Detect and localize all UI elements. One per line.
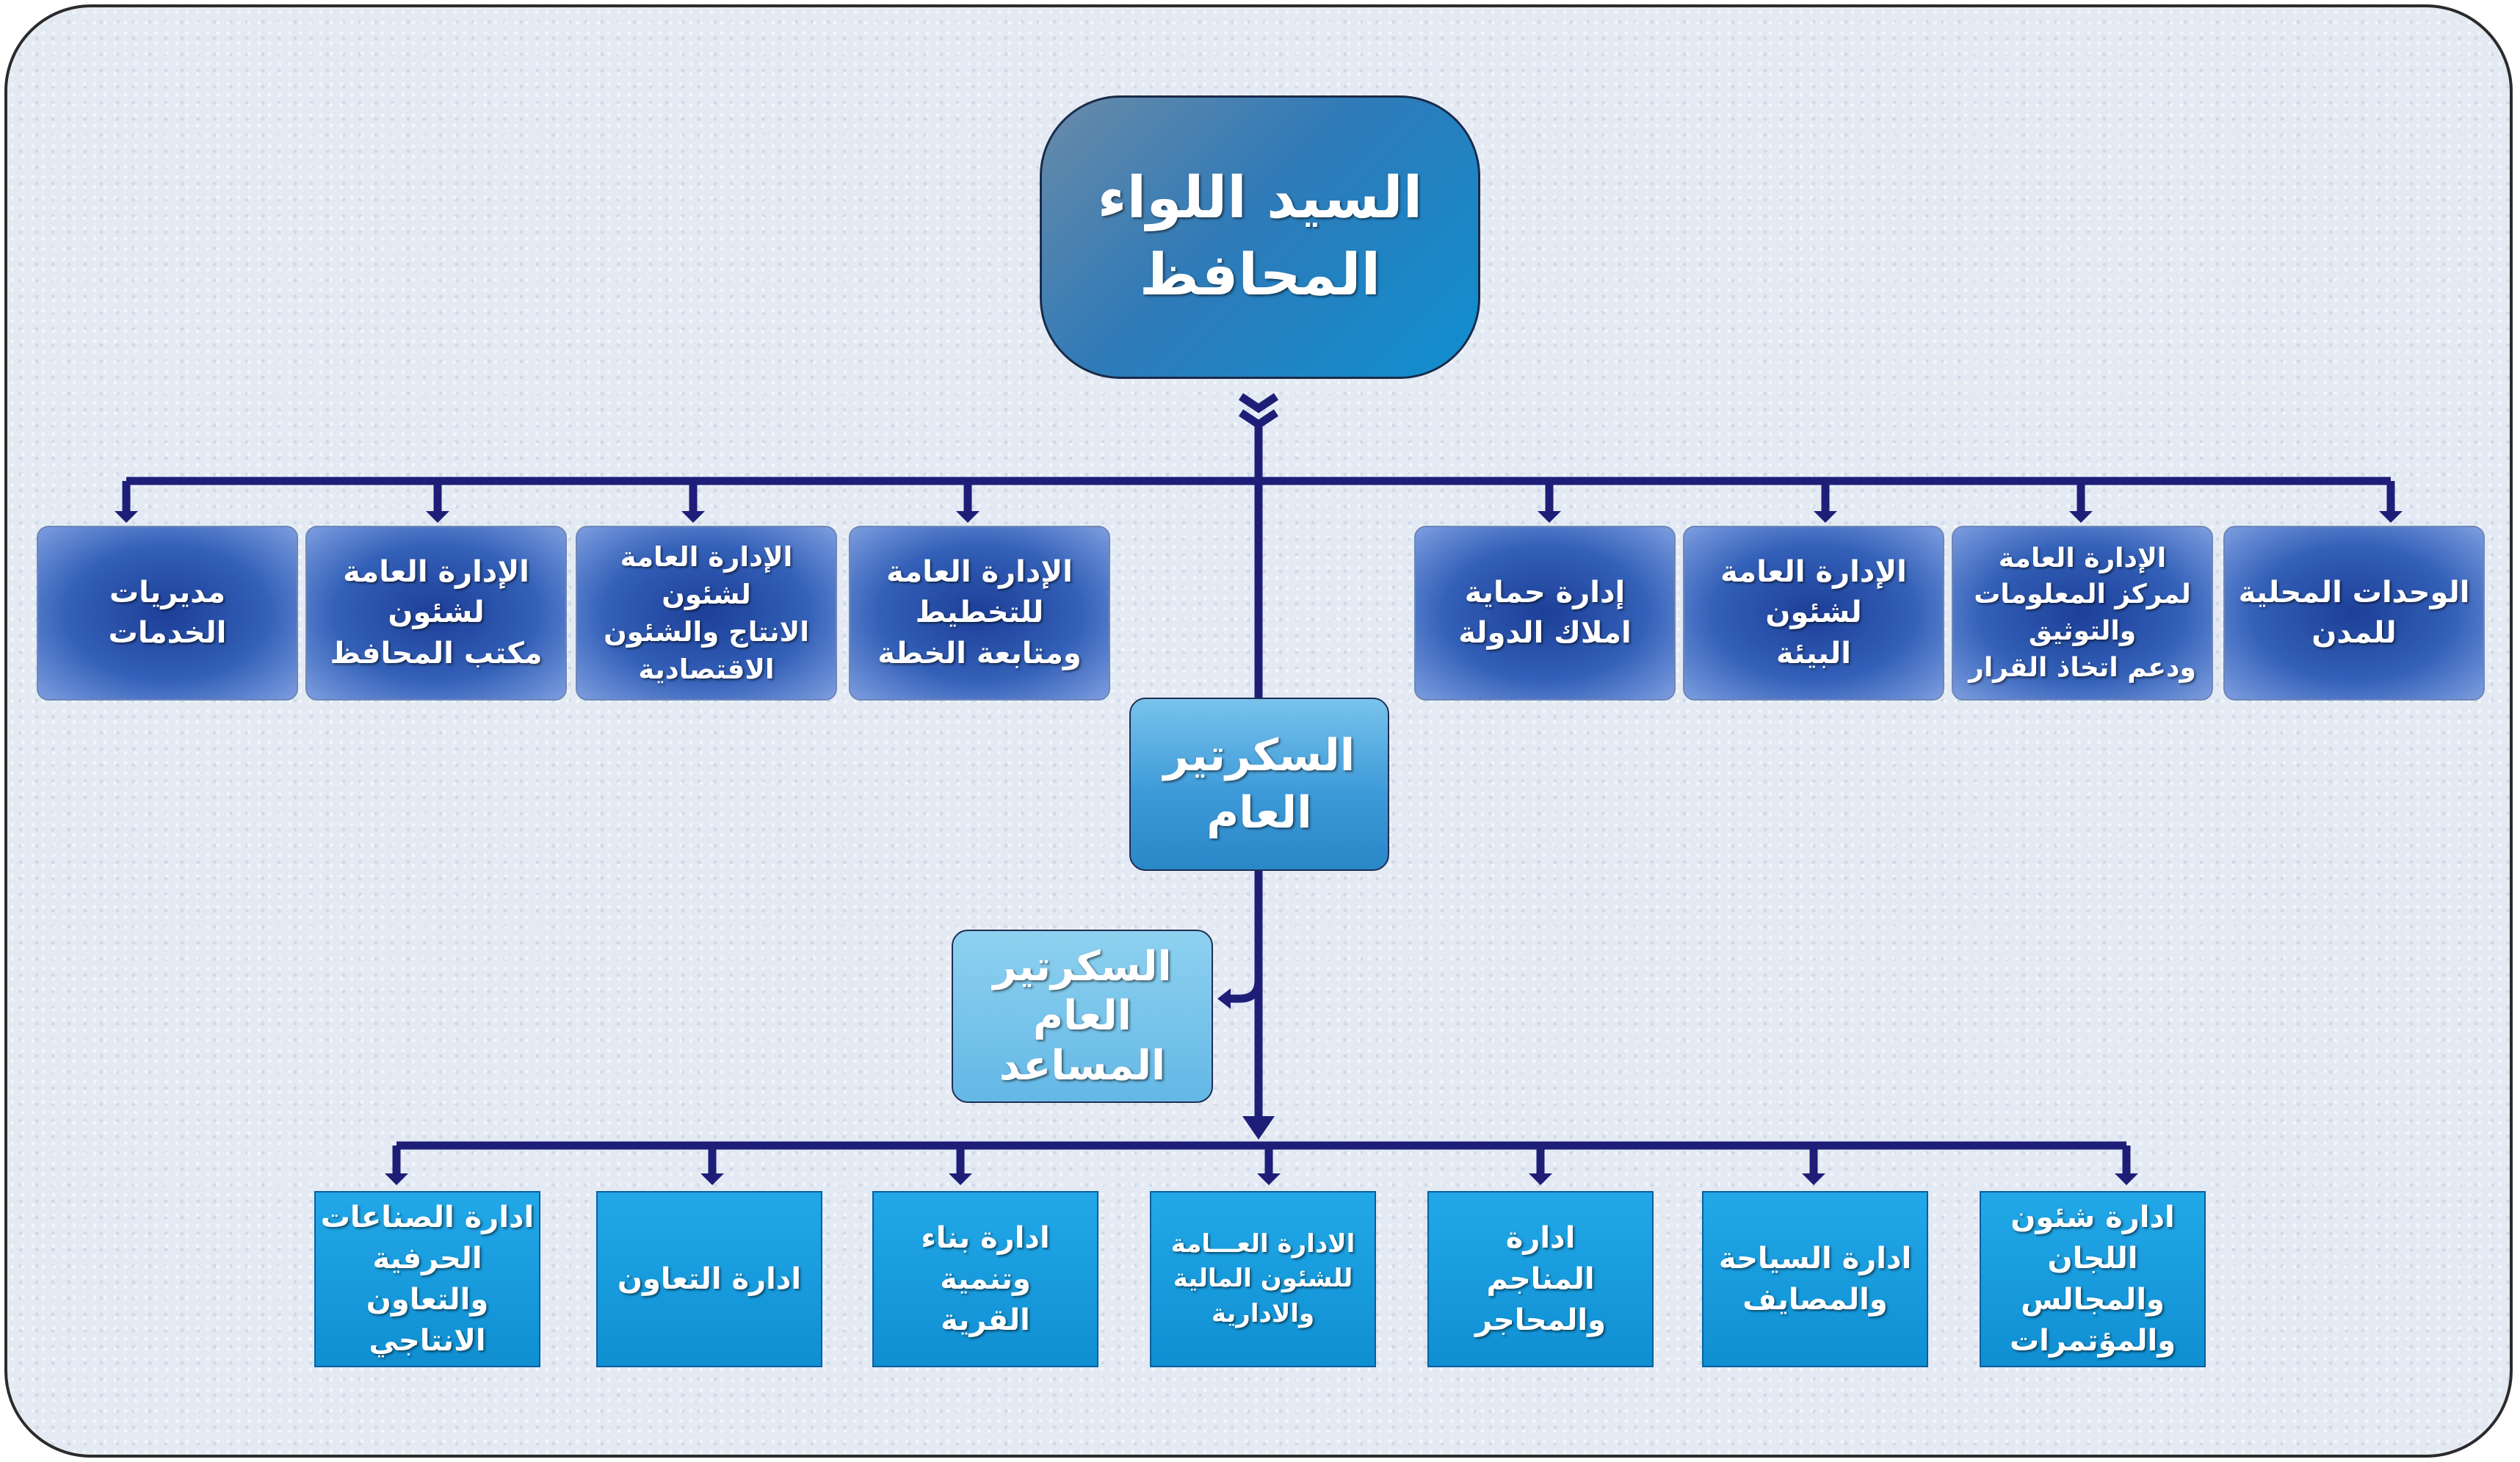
unit-label: ادارة الصناعات الحرفية والتعاون الانتاجي	[320, 1201, 535, 1358]
dept-label: الإدارة العامة للتخطيط ومتابعة الخطة	[877, 555, 1082, 670]
dept-label: إدارة حماية املاك الدولة	[1458, 575, 1632, 650]
unit-box-committees: ادارة شئون اللجان والمجالس والمؤتمرات	[1980, 1191, 2206, 1367]
unit-label: ادارة شئون اللجان والمجالس والمؤتمرات	[2009, 1201, 2176, 1358]
assistant-secretary-label: السكرتير العام المساعد	[993, 943, 1172, 1090]
dept-label: الوحدات المحلية للمدن	[2238, 575, 2470, 650]
unit-box-tourism: ادارة السياحة والمصايف	[1702, 1191, 1928, 1367]
unit-box-cooperation: ادارة التعاون	[596, 1191, 822, 1367]
unit-label: ادارة بناء وتنمية القرية	[921, 1221, 1050, 1337]
dept-box-local-units: الوحدات المحلية للمدن	[2223, 526, 2485, 701]
dept-box-environment: الإدارة العامة لشئون البيئة	[1683, 526, 1944, 701]
unit-box-finance-admin: الادارة العـــامة للشئون المالية والادار…	[1150, 1191, 1376, 1367]
dept-label: الإدارة العامة لشئون البيئة	[1720, 555, 1907, 670]
secretary-general-box: السكرتير العام	[1129, 698, 1389, 871]
dept-box-production-economic: الإدارة العامة لشئون الانتاج والشئون الا…	[576, 526, 837, 701]
dept-box-state-property: إدارة حماية املاك الدولة	[1414, 526, 1676, 701]
governor-label: السيد اللواء المحافظ	[1097, 164, 1423, 308]
chevron-down-icon	[1238, 393, 1279, 413]
unit-label: ادارة المناجم والمحاجر	[1475, 1221, 1606, 1337]
unit-box-mines: ادارة المناجم والمحاجر	[1427, 1191, 1654, 1367]
unit-box-village-development: ادارة بناء وتنمية القرية	[872, 1191, 1098, 1367]
dept-label: مديريات الخدمات	[108, 575, 227, 650]
dept-label: الإدارة العامة لشئون مكتب المحافظ	[330, 555, 543, 670]
secretary-general-label: السكرتير العام	[1163, 730, 1355, 839]
dept-box-service-directorates: مديريات الخدمات	[37, 526, 298, 701]
assistant-secretary-box: السكرتير العام المساعد	[952, 930, 1213, 1103]
unit-label: ادارة التعاون	[617, 1262, 802, 1296]
unit-label: الادارة العـــامة للشئون المالية والادار…	[1170, 1228, 1355, 1328]
governor-box: السيد اللواء المحافظ	[1040, 95, 1480, 379]
dept-box-governor-office: الإدارة العامة لشئون مكتب المحافظ	[305, 526, 567, 701]
dept-label: الإدارة العامة لمركز المعلومات والتوثيق …	[1969, 543, 2196, 683]
unit-box-crafts: ادارة الصناعات الحرفية والتعاون الانتاجي	[314, 1191, 540, 1367]
dept-box-information-center: الإدارة العامة لمركز المعلومات والتوثيق …	[1952, 526, 2213, 701]
dept-label: الإدارة العامة لشئون الانتاج والشئون الا…	[604, 540, 809, 686]
unit-label: ادارة السياحة والمصايف	[1718, 1242, 1912, 1317]
dept-box-planning: الإدارة العامة للتخطيط ومتابعة الخطة	[849, 526, 1110, 701]
